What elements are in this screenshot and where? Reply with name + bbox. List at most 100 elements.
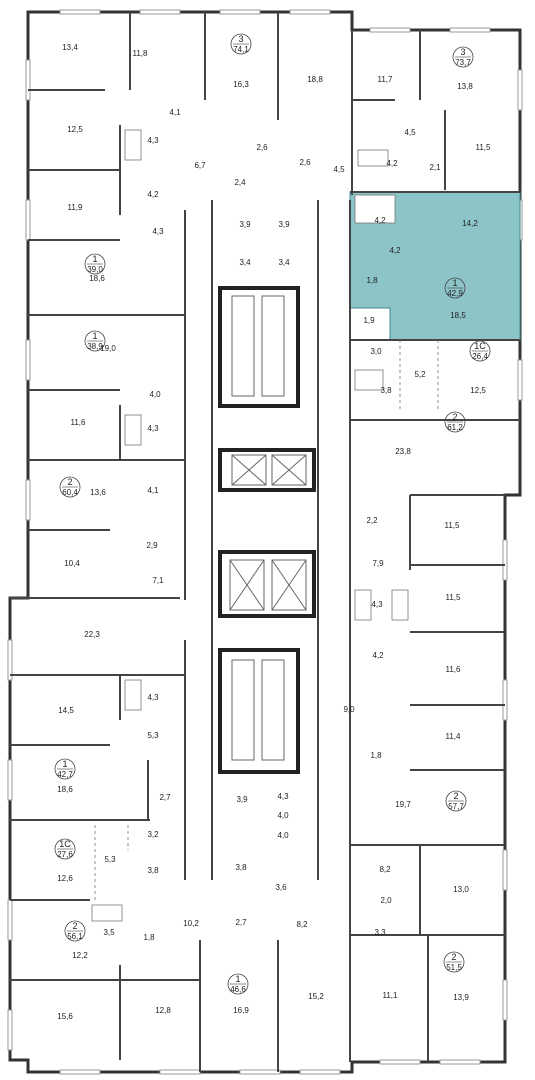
apartment-marker (84, 253, 106, 275)
apartment-rooms: 2 (451, 952, 456, 962)
apartment-marker (59, 476, 81, 498)
room-area-label: 12,6 (57, 874, 73, 883)
room-area-label: 11,9 (68, 203, 84, 212)
apartment-area: 56,1 (67, 932, 83, 941)
room-area-label: 3,4 (278, 258, 290, 267)
room-area-label: 22,3 (84, 630, 100, 639)
room-area-label: 5,3 (104, 855, 116, 864)
apartment-rooms: 3 (460, 47, 465, 57)
room-area-label: 4,1 (147, 486, 159, 495)
apartment-area: 46,6 (230, 985, 246, 994)
room-area-label: 4,5 (404, 128, 416, 137)
room-area-label: 2,2 (366, 516, 378, 525)
apartment-area: 57,7 (448, 802, 464, 811)
room-area-label: 4,2 (372, 651, 384, 660)
room-area-label: 6,7 (194, 161, 206, 170)
apartment-rooms: 2 (72, 921, 77, 931)
apartment-marker (54, 838, 76, 860)
room-area-label: 4,0 (277, 831, 289, 840)
room-area-label: 4,3 (152, 227, 164, 236)
room-area-label: 3,9 (236, 795, 248, 804)
room-area-label: 15,6 (57, 1012, 73, 1021)
apartment-marker (444, 277, 466, 299)
room-area-label: 2,9 (146, 541, 158, 550)
room-area-label: 19,0 (100, 344, 116, 353)
room-area-label: 3,4 (239, 258, 251, 267)
room-area-label: 4,3 (147, 693, 159, 702)
room-area-label: 9,0 (343, 705, 355, 714)
apartment-area: 73,7 (455, 58, 471, 67)
room-area-label: 5,3 (147, 731, 159, 740)
apartment-rooms: 2 (453, 791, 458, 801)
apartment-marker (452, 46, 474, 68)
apartment-rooms: 1С (59, 839, 71, 849)
room-area-label: 14,2 (462, 219, 478, 228)
apartment-marker (84, 330, 106, 352)
apartment-marker (443, 951, 465, 973)
room-area-label: 2,6 (299, 158, 311, 167)
room-area-label: 4,3 (277, 792, 289, 801)
interior-walls (10, 12, 520, 1072)
room-area-label: 2,4 (234, 178, 246, 187)
room-area-label: 16,9 (233, 1006, 249, 1015)
room-area-label: 2,6 (256, 143, 268, 152)
room-area-label: 3,6 (275, 883, 287, 892)
windows (7, 9, 523, 1075)
room-area-label: 3,9 (239, 220, 251, 229)
room-area-label: 18,5 (450, 311, 466, 320)
apartment-rooms: 1С (474, 341, 486, 351)
apartment-rooms: 1 (92, 254, 97, 264)
room-area-label: 3,9 (278, 220, 290, 229)
apartment-marker (227, 973, 249, 995)
room-area-label: 23,8 (395, 447, 411, 456)
apartment-marker (230, 33, 252, 55)
apartment-area: 38,9 (87, 342, 103, 351)
room-area-label: 2,1 (429, 163, 441, 172)
room-area-label: 18,6 (89, 274, 105, 283)
room-area-label: 11,7 (378, 75, 394, 84)
room-area-label: 14,5 (58, 706, 74, 715)
room-area-label: 3,3 (374, 928, 386, 937)
room-area-label: 1,8 (370, 751, 382, 760)
building-core (211, 200, 319, 880)
apartment-area: 51,5 (446, 963, 462, 972)
room-area-label: 4,2 (147, 190, 159, 199)
room-area-label: 4,3 (147, 424, 159, 433)
room-area-label: 12,5 (470, 386, 486, 395)
room-area-label: 16,3 (233, 80, 249, 89)
room-area-label: 10,4 (64, 559, 80, 568)
room-area-label: 12,8 (155, 1006, 171, 1015)
room-area-label: 1,9 (363, 316, 375, 325)
apartment-marker (444, 411, 466, 433)
room-area-label: 7,1 (152, 576, 164, 585)
room-area-label: 3,2 (147, 830, 159, 839)
room-area-label: 11,6 (446, 665, 462, 674)
room-area-label: 13,6 (90, 488, 106, 497)
room-area-label: 13,8 (457, 82, 473, 91)
room-area-label: 2,0 (380, 896, 392, 905)
room-area-label: 4,2 (374, 216, 386, 225)
room-area-label: 3,5 (103, 928, 115, 937)
apartment-rooms: 2 (452, 412, 457, 422)
room-area-label: 11,4 (446, 732, 462, 741)
room-area-label: 11,6 (71, 418, 87, 427)
apartment-area: 42,7 (57, 770, 73, 779)
room-area-label: 12,2 (72, 951, 88, 960)
apartment-area: 39,0 (87, 265, 103, 274)
apartment-marker (469, 340, 491, 362)
room-area-label: 11,5 (446, 593, 462, 602)
room-area-label: 12,5 (67, 125, 83, 134)
room-area-label: 13,4 (62, 43, 78, 52)
room-area-label: 8,2 (296, 920, 308, 929)
apartment-area: 26,4 (472, 352, 488, 361)
room-area-label: 4,5 (333, 165, 345, 174)
apartment-rooms: 2 (67, 477, 72, 487)
apartment-area: 60,4 (62, 488, 78, 497)
room-area-label: 1,8 (366, 276, 378, 285)
room-area-label: 3,8 (380, 386, 392, 395)
room-area-label: 11,5 (476, 143, 492, 152)
room-area-label: 4,0 (277, 811, 289, 820)
apartment-area: 27,6 (57, 850, 73, 859)
room-area-label: 8,2 (379, 865, 391, 874)
room-area-label: 7,9 (372, 559, 384, 568)
